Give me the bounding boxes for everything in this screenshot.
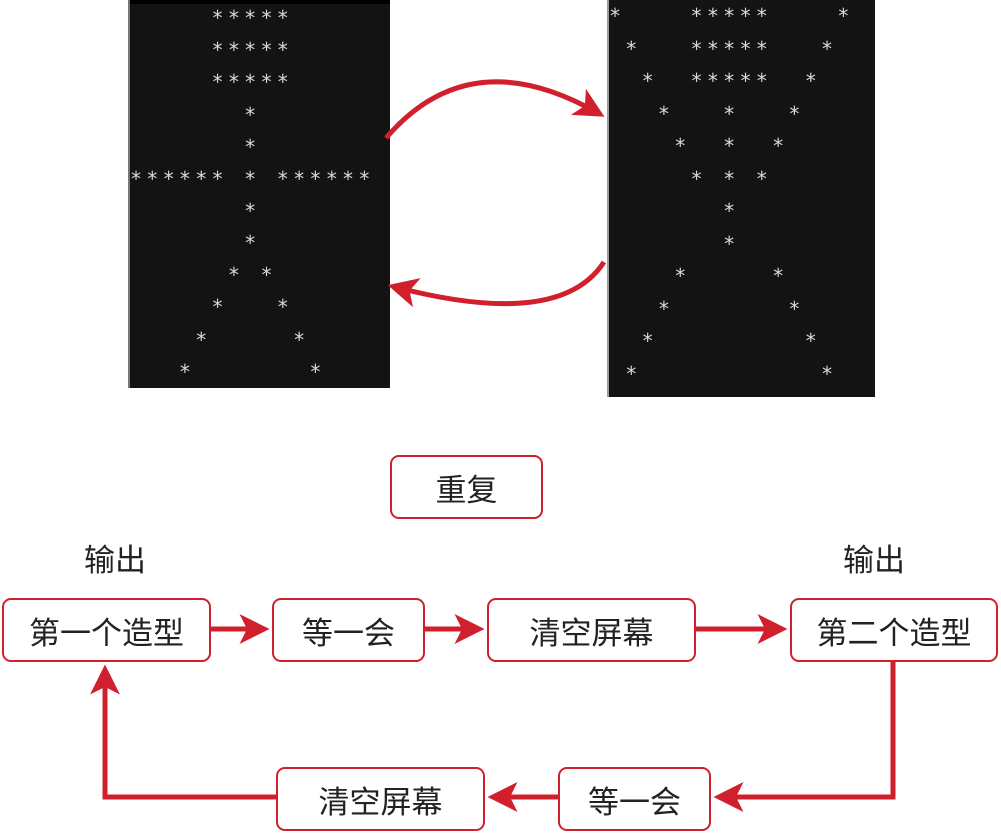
step-clear-screen-1: 清空屏幕 [487,598,696,662]
terminal-line: * [609,232,740,256]
terminal-line: * * * [609,167,773,191]
terminal-line: * * [609,297,805,321]
terminal-line: * ***** * [609,37,838,61]
terminal-line: * ***** * [609,69,822,93]
arrow-4 [713,662,896,812]
terminal-line: * * [130,295,294,319]
step-second-shape: 第二个造型 [790,598,998,662]
output-label-left: 输出 [84,543,146,579]
terminal-line: * [130,135,261,159]
terminal-line: * ***** * [609,4,854,28]
terminal-line: * * [609,329,822,353]
terminal-line: * * * [609,134,789,158]
terminal-shape-2: * ***** * * ***** * * ***** * * * * * * … [607,0,875,397]
terminal-line: * * [609,264,789,288]
terminal-line: * * [130,360,326,384]
terminal-line: ***** [130,70,294,94]
terminal-line: * [130,199,261,223]
terminal-line: * [130,231,261,255]
step-wait-1: 等一会 [272,598,425,662]
terminal-line: * [130,103,261,127]
repeat-box: 重复 [390,455,543,519]
curved-arrow-back [387,260,607,308]
step-clear-screen-2: 清空屏幕 [276,767,485,831]
curved-arrow-forward [384,79,605,140]
terminal-line: ****** * ****** [130,167,375,191]
arrow-6 [90,664,276,800]
terminal-shape-1: ***** ***** ***** * * ****** * ****** * … [128,0,390,388]
output-label-right: 输出 [843,543,905,579]
terminal-line: ***** [130,38,294,62]
terminal-line: * * [130,328,310,352]
terminal-line: * [609,199,740,223]
terminal-line: * * [130,263,277,287]
terminal-line: ***** [130,6,294,30]
step-wait-2: 等一会 [558,767,711,831]
terminal-line: * * * [609,102,805,126]
step-first-shape: 第一个造型 [2,598,211,662]
terminal-line: * * [609,362,838,386]
